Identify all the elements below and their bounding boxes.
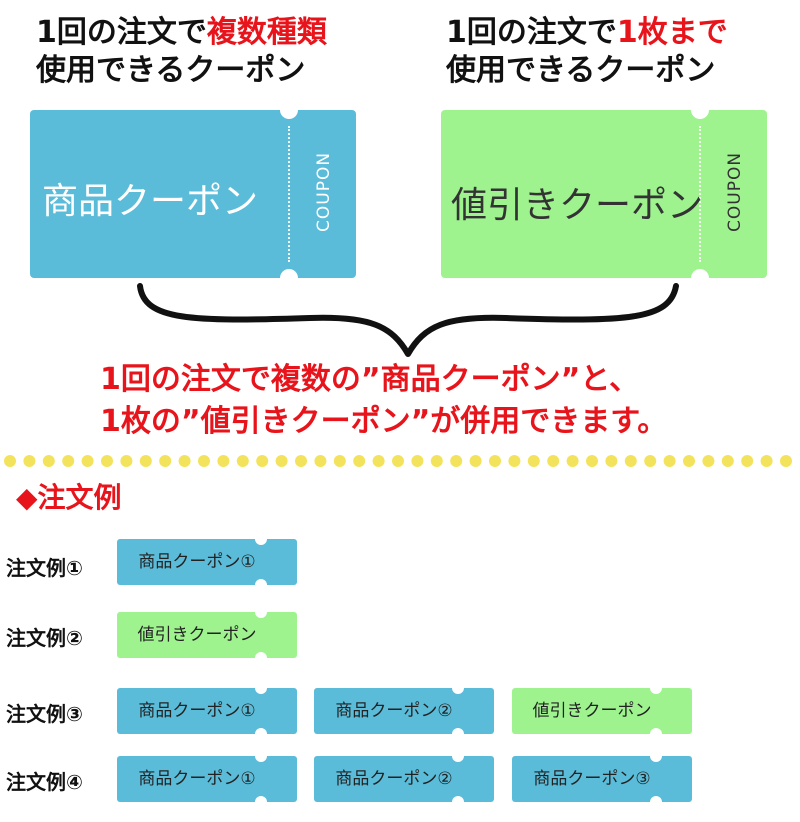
big-product-coupon: 商品クーポン COUPON <box>30 110 356 278</box>
header-left-line1a: 1回の注文で <box>36 15 207 50</box>
example-3-coupon-1: 商品クーポン① <box>117 688 297 734</box>
example-4-label: 注文例④ <box>6 770 83 794</box>
example-3-coupon-1-label: 商品クーポン① <box>138 701 256 721</box>
header-right-line2: 使用できるクーポン <box>446 53 716 88</box>
example-4-coupon-1-label: 商品クーポン① <box>138 769 256 789</box>
example-4-coupon-2-label: 商品クーポン② <box>335 769 453 789</box>
example-3-coupon-3: 値引きクーポン <box>512 688 692 734</box>
header-right-line1a: 1回の注文で <box>446 15 617 50</box>
example-4-coupon-3-label: 商品クーポン③ <box>533 769 651 789</box>
example-3-label: 注文例③ <box>6 702 83 726</box>
example-1-coupon-1-label: 商品クーポン① <box>138 552 256 572</box>
summary-line1: 1回の注文で複数の”商品クーポン”と、 <box>100 362 640 397</box>
example-2-label: 注文例② <box>6 626 83 650</box>
big-product-coupon-side: COUPON <box>314 151 334 232</box>
example-3-coupon-2-label: 商品クーポン② <box>335 701 453 721</box>
dotted-divider <box>4 455 792 467</box>
example-1-label: 注文例① <box>6 556 83 580</box>
big-discount-coupon-label: 値引きクーポン <box>451 185 704 226</box>
header-left-line1b: 複数種類 <box>206 15 327 50</box>
header-multi-type: 1回の注文で複数種類 使用できるクーポン <box>36 14 327 90</box>
header-single: 1回の注文で1枚まで 使用できるクーポン <box>446 14 728 90</box>
curly-brace-icon <box>137 283 679 357</box>
example-4-coupon-1: 商品クーポン① <box>117 756 297 802</box>
example-4-coupon-3: 商品クーポン③ <box>512 756 692 802</box>
example-2-coupon-1: 値引きクーポン <box>117 612 297 658</box>
big-discount-coupon: 値引きクーポン COUPON <box>441 110 767 278</box>
example-3-coupon-2: 商品クーポン② <box>314 688 494 734</box>
big-discount-coupon-side: COUPON <box>725 151 745 232</box>
example-3-coupon-3-label: 値引きクーポン <box>532 701 652 721</box>
section-title: ◆注文例 <box>16 481 122 514</box>
header-left-line2: 使用できるクーポン <box>36 53 306 88</box>
example-2-coupon-1-label: 値引きクーポン <box>137 625 257 645</box>
summary-line2: 1枚の”値引きクーポン”が併用できます。 <box>100 404 668 439</box>
example-1-coupon-1: 商品クーポン① <box>117 539 297 585</box>
big-product-coupon-label: 商品クーポン <box>42 181 259 222</box>
header-right-line1b: 1枚まで <box>616 15 728 50</box>
example-4-coupon-2: 商品クーポン② <box>314 756 494 802</box>
